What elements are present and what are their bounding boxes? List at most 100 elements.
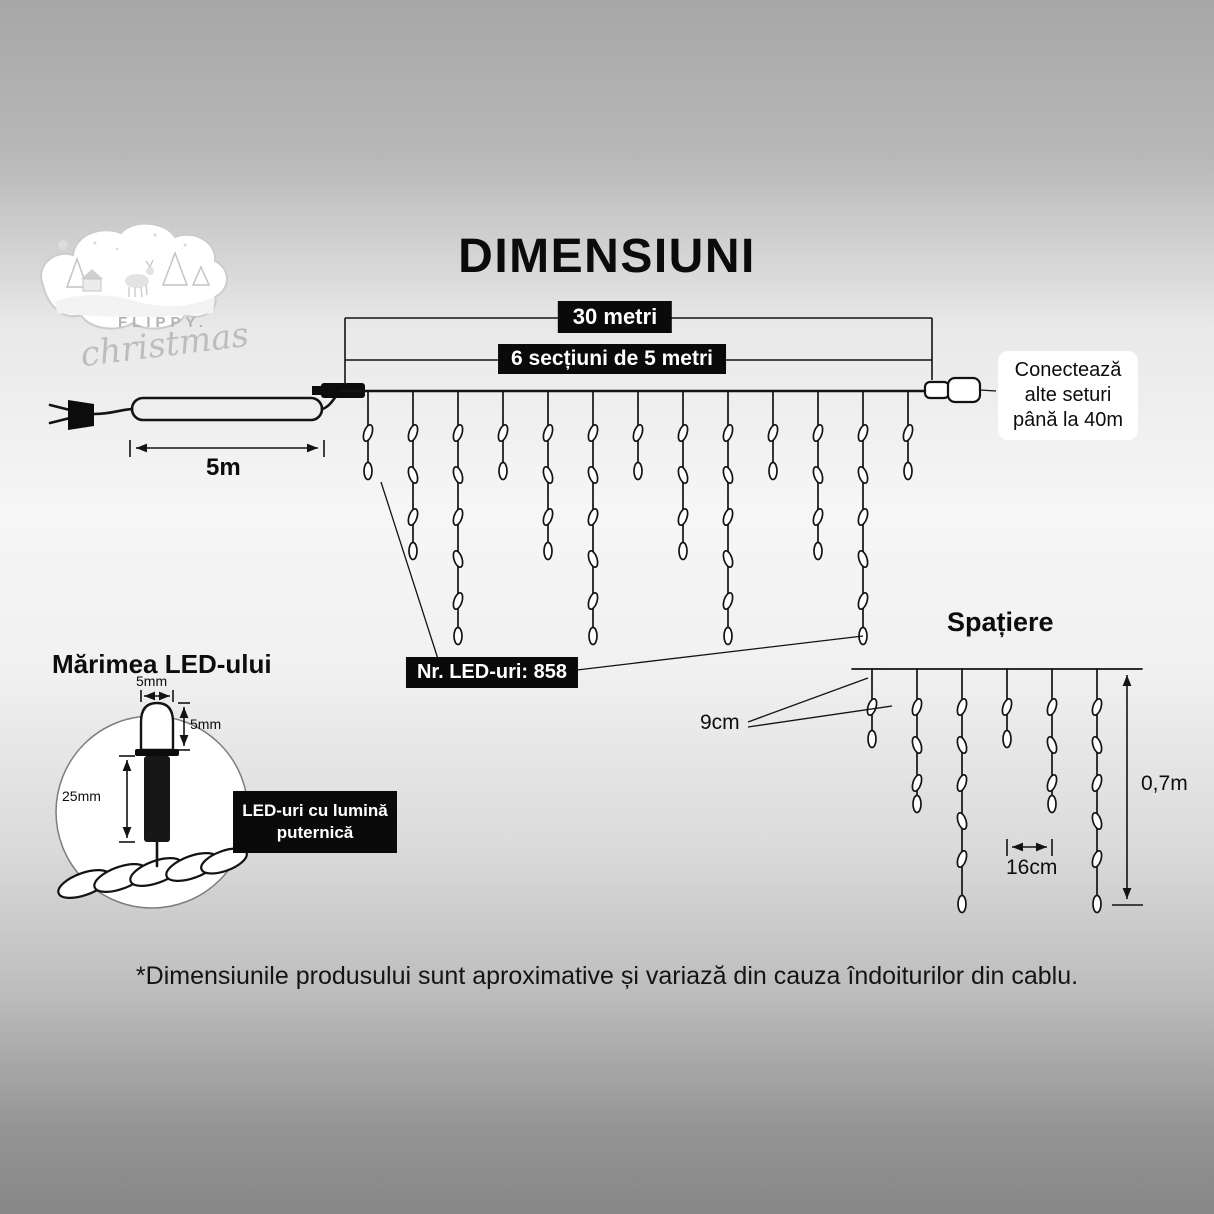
page-title: DIMENSIUNI [458,230,756,283]
connector-nub [312,386,321,395]
led-bulb [407,423,419,443]
led-bulb [1001,697,1013,717]
led-bulb [912,794,922,814]
led-bulb [768,461,778,481]
led-bulb [453,626,463,646]
led-bulb [956,811,968,831]
led-bulb [722,507,734,527]
drop-spacing-label: 16cm [1006,856,1058,879]
led-bulb [452,549,464,569]
led-bulb [857,465,869,485]
body-height-label: 25mm [62,788,101,804]
house-roof [81,269,103,279]
led-bulb [1046,697,1058,717]
led-bulb [632,423,644,443]
right-connector-female [946,376,982,404]
tree-icon [65,256,89,288]
led-bulb [1091,849,1103,869]
led-bulb [722,591,734,611]
led-bulb [956,735,968,755]
tree-icon [161,250,189,286]
led-bulb [857,423,869,443]
sections-label: 6 secțiuni de 5 metri [498,344,726,374]
spacing-diagram [747,668,1143,914]
winter-scene-icon [40,222,228,330]
led-bulb [813,541,823,561]
deer-body [125,274,149,288]
spacing-drops [866,668,1103,914]
led-bulb [1002,729,1012,749]
main-light-string [338,376,997,673]
led-bulb [587,465,599,485]
led-spacing-pointer [747,705,893,728]
deer-antlers [145,259,154,268]
led-bulb [587,591,599,611]
led-bulb [542,423,554,443]
drop-height-label: 0,7m [1141,772,1188,795]
brand-logo: FLIPPY. christmas [25,215,265,395]
cap-width-label: 5mm [136,673,168,689]
led-bulb [452,465,464,485]
led-bulb [812,507,824,527]
snow-dot [183,243,187,247]
connect-note: Conectează alte seturi până la 40m [998,351,1138,440]
led-note-label: LED-uri cu lumină puternică [233,791,397,854]
lead-length-label: 5m [206,454,241,481]
led-bulb [857,549,869,569]
led-bulb [587,549,599,569]
snow-dot [153,233,157,237]
led-bulb [956,773,968,793]
led-bulb [1046,735,1058,755]
led-bulb [911,735,923,755]
led-bulb [1092,894,1102,914]
led-bulb [857,507,869,527]
led-bulb [587,507,599,527]
led-bulb [812,465,824,485]
led-bulb [1091,735,1103,755]
led-bulb [722,549,734,569]
led-bulb [1046,773,1058,793]
spacing-title: Spațiere [947,607,1054,637]
power-plug-icon [68,400,94,430]
led-bulb [722,465,734,485]
right-connector-male [923,380,951,400]
plug-prong [48,416,72,425]
led-bulb [677,507,689,527]
led-cap [139,701,175,752]
led-bulb [497,423,509,443]
led-size-diagram [55,690,249,909]
led-bulb [1091,811,1103,831]
coiled-lead-wire [130,396,324,422]
led-bulb [587,423,599,443]
snow-dot [115,247,119,251]
led-bulb [588,626,598,646]
led-bulb [1047,794,1057,814]
led-bulb [911,773,923,793]
led-bulb [407,465,419,485]
led-bulb [407,507,419,527]
led-bulb [857,591,869,611]
led-bulb [543,541,553,561]
led-bulb [867,729,877,749]
led-bulb [452,591,464,611]
led-bulb [902,423,914,443]
icicle-drops [362,390,914,646]
led-count-label: Nr. LED-uri: 858 [405,657,579,688]
moon-icon [58,240,68,250]
deer-head [146,267,154,275]
led-bulb [1091,697,1103,717]
led-spacing-label: 9cm [700,711,740,734]
led-bulb [812,423,824,443]
led-bulb [498,461,508,481]
brand-name: FLIPPY. [118,314,209,331]
led-body [144,756,170,842]
led-bulb [723,626,733,646]
cap-height-label: 5mm [190,716,222,732]
led-bulb [678,541,688,561]
led-bulb [362,423,374,443]
led-bulb [866,697,878,717]
house-icon [82,278,102,292]
snow-dot [93,241,97,245]
